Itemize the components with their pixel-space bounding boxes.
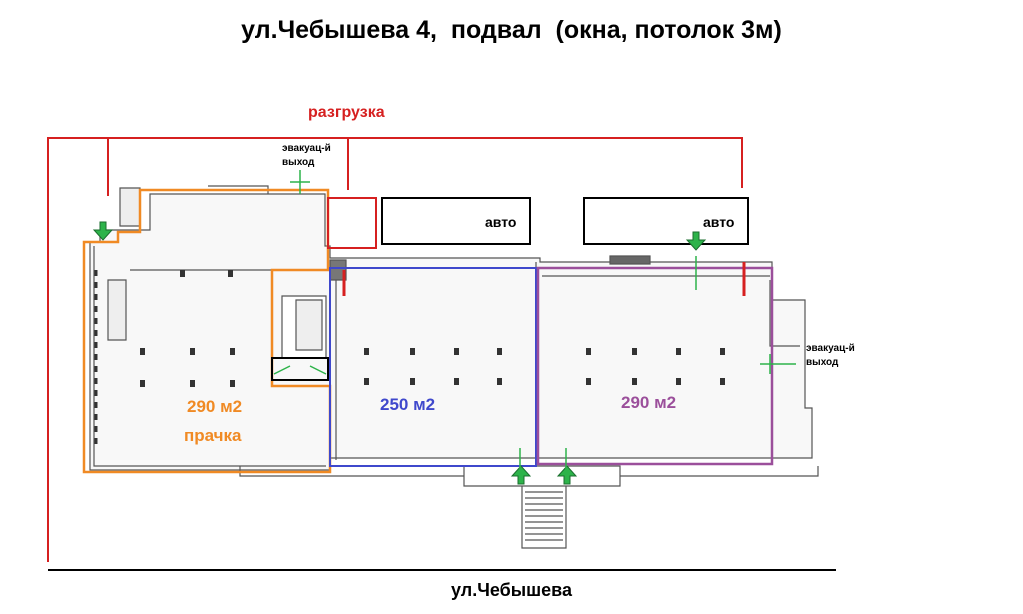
parking-box-2 — [583, 197, 749, 245]
parking-box-1 — [381, 197, 531, 245]
evac-exit-label-2: эвакуац-й выход — [806, 342, 855, 370]
evac-markers — [273, 170, 796, 470]
unloading-label: разгрузка — [308, 104, 385, 121]
parking-label-2: авто — [703, 214, 735, 230]
unloading-room — [327, 197, 377, 249]
page-title: ул.Чебышева 4, подвал (окна, потолок 3м) — [241, 16, 782, 44]
unloading-line — [47, 137, 743, 562]
evac-exit-2-line1: эвакуац-й — [806, 343, 855, 354]
street-name: ул.Чебышева — [451, 580, 572, 600]
zone-2-outline — [329, 267, 537, 467]
entry-arrow-icon — [556, 465, 578, 485]
building-walls — [89, 185, 819, 549]
evac-exit-1-line1: эвакуац-й — [282, 143, 331, 154]
evac-exit-label-1: эвакуац-й выход — [282, 142, 331, 170]
zone-3-outline — [536, 266, 774, 466]
zone-2-area: 250 м2 — [380, 395, 436, 414]
entry-arrow-icon — [510, 465, 532, 485]
entry-arrow-icon — [92, 221, 114, 241]
evac-exit-1-line2: выход — [282, 157, 315, 168]
zone-1-outline — [82, 188, 332, 474]
entry-arrows — [92, 221, 707, 485]
columns — [140, 270, 725, 387]
zone-3-area: 290 м2 — [621, 393, 677, 412]
entry-arrow-icon — [685, 231, 707, 251]
zone-1-usage: прачка — [184, 426, 242, 445]
corridor-box — [271, 357, 329, 381]
zone-1-area: 290 м2 — [187, 397, 243, 416]
parking-label-1: авто — [485, 214, 517, 230]
evac-exit-2-line2: выход — [806, 357, 839, 368]
